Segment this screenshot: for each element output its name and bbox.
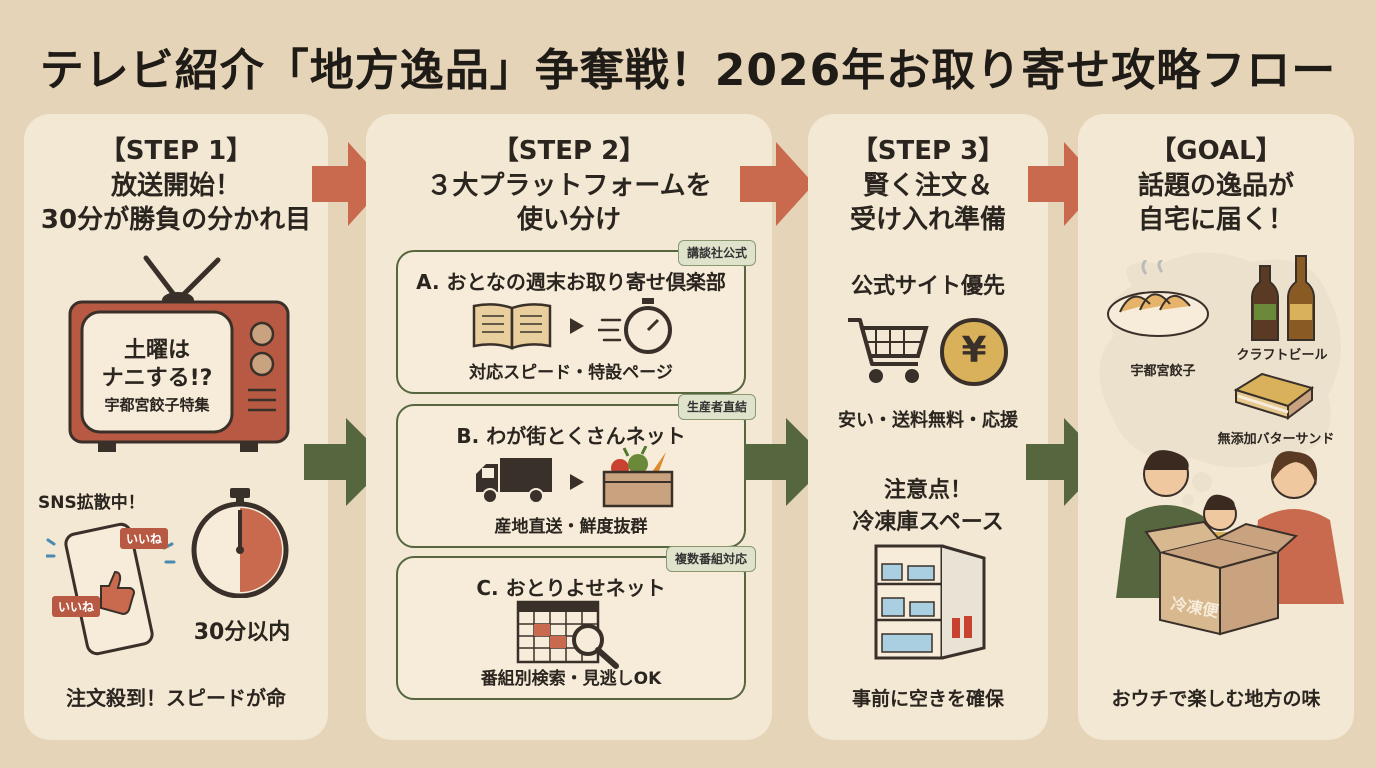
step2-tag: 【STEP 2】 [492, 136, 646, 166]
step1-heading-line2: 30分が勝負の分かれ目 [40, 205, 312, 235]
tv-screen-line1: 土曜は [123, 338, 190, 363]
sns-label: SNS拡散中！ [38, 493, 145, 513]
like-tag-top: いいね [120, 528, 169, 549]
caution-line2: 冷凍庫スペース [852, 510, 1004, 535]
step3-tag: 【STEP 3】 [851, 136, 1005, 166]
step3-footer: 事前に空きを確保 [851, 688, 1004, 710]
stopwatch-speed-icon [598, 296, 678, 356]
gyoza-icon [1106, 260, 1210, 340]
platform-c-badge: 複数番組対応 [665, 546, 756, 572]
arrow-red-3 [1028, 138, 1102, 230]
delivery-truck-icon [474, 456, 554, 506]
platform-card-b[interactable]: 生産者直結 B. わが街とくさんネット 産地直送・鮮度抜 [396, 394, 756, 548]
platform-card-a[interactable]: 講談社公式 A. おとなの週末お取り寄せ倶楽部 対応スピード・特設ページ [396, 240, 756, 394]
beer-label: クラフトビール [1236, 348, 1328, 363]
arrow-red-2 [740, 138, 814, 230]
page-title: テレビ紹介「地方逸品」争奪戦！2026年お取り寄せ攻略フロー [39, 45, 1337, 96]
yen-symbol: ¥ [961, 330, 987, 371]
step1-heading-line1: 放送開始！ [110, 171, 241, 201]
platform-b-footer: 産地直送・鮮度抜群 [494, 517, 648, 537]
step1-tag: 【STEP 1】 [99, 136, 253, 166]
like-tag-bottom: いいね [52, 596, 101, 617]
freezer-icon [872, 544, 988, 662]
play-arrow-icon [570, 318, 584, 334]
benefits-text: 安い・送料無料・応援 [838, 410, 1018, 431]
step2-heading-line2: 使い分け [516, 205, 621, 235]
goal-heading-line1: 話題の逸品が [1137, 171, 1294, 201]
platform-c-title: C. おとりよせネット [476, 576, 666, 600]
shopping-cart-icon [846, 314, 930, 388]
platform-a-footer: 対応スピード・特設ページ [469, 363, 673, 383]
step3-panel: 【STEP 3】 賢く注文＆ 受け入れ準備 公式サイト優先 ¥ 安い・送料無料・… [808, 114, 1048, 740]
step2-panel: 【STEP 2】 ３大プラットフォームを 使い分け 講談社公式 A. おとなの週… [366, 114, 772, 740]
family-illustration [1086, 442, 1352, 638]
goal-heading-line2: 自宅に届く！ [1137, 205, 1294, 235]
gyoza-label: 宇都宮餃子 [1130, 364, 1196, 379]
step3-heading-line2: 受け入れ準備 [849, 205, 1006, 235]
yen-coin-icon: ¥ [940, 318, 1008, 386]
arrow-red-1 [312, 138, 386, 230]
arrow-green-1 [304, 414, 390, 510]
goal-panel: 【GOAL】 話題の逸品が 自宅に届く！ 宇都宮餃子 クラフトビール [1078, 114, 1354, 740]
platform-b-badge: 生産者直結 [677, 394, 756, 420]
tv-icon [68, 254, 290, 456]
arrow-green-3 [1026, 414, 1106, 510]
tv-screen-line2: ナニする!? [101, 366, 213, 391]
smartphone-icon [46, 516, 176, 656]
timer-label: 30分以内 [193, 620, 291, 645]
calendar-search-icon [516, 600, 626, 670]
goal-tag: 【GOAL】 [1150, 136, 1282, 166]
sandwich-icon [1232, 370, 1316, 426]
platform-a-title: A. おとなの週末お取り寄せ倶楽部 [416, 270, 726, 294]
priority-label: 公式サイト優先 [850, 274, 1005, 299]
sandwich-label: 無添加バターサンド [1217, 432, 1335, 447]
open-book-icon [472, 300, 552, 352]
platform-b-title: B. わが街とくさんネット [456, 424, 686, 448]
beer-bottles-icon [1250, 252, 1320, 342]
platform-a-badge: 講談社公式 [677, 240, 756, 266]
tv-screen-line3: 宇都宮餃子特集 [104, 396, 210, 414]
stopwatch-icon [188, 486, 292, 598]
step1-footer: 注文殺到！スピードが命 [66, 686, 286, 710]
step2-heading-line1: ３大プラットフォームを [426, 171, 712, 201]
play-arrow-icon [570, 474, 584, 490]
step1-panel: 【STEP 1】 放送開始！ 30分が勝負の分かれ目 土曜は ナニする!? 宇都… [24, 114, 328, 740]
vegetable-crate-icon [598, 446, 678, 510]
arrow-green-2 [744, 414, 830, 510]
caution-line1: 注意点！ [883, 478, 972, 503]
platform-c-footer: 番組別検索・見逃しOK [480, 669, 662, 689]
goal-footer: おウチで楽しむ地方の味 [1111, 688, 1321, 710]
platform-card-c[interactable]: 複数番組対応 C. おとりよせネット 番組別検索・見逃しOK [396, 546, 756, 700]
step3-heading-line1: 賢く注文＆ [862, 171, 993, 201]
